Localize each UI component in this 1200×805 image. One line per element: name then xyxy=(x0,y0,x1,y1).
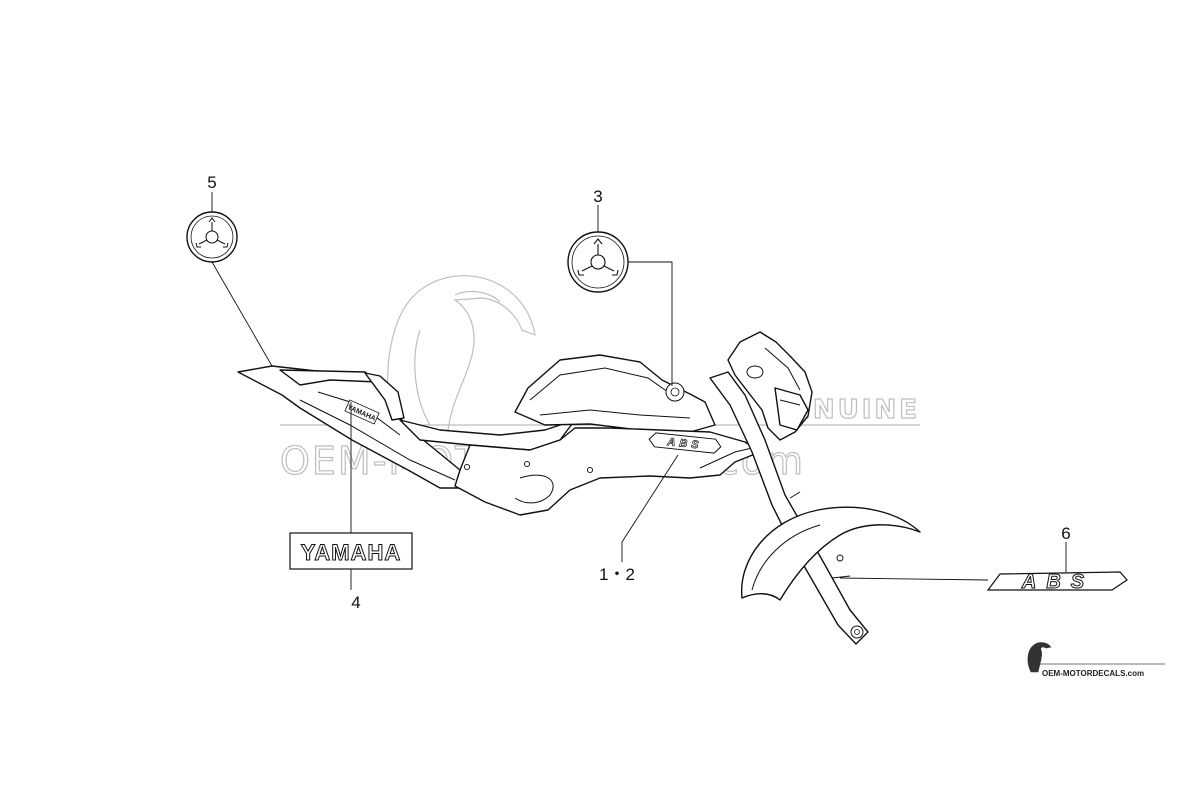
yamaha-text-decal: YAMAHA xyxy=(289,532,413,570)
seat-cowl: YAMAHA xyxy=(237,365,476,489)
side-fairing: ABS xyxy=(454,427,761,516)
motorcycle-line-art: YAMAHA ABS xyxy=(237,331,921,645)
headlight-cowl xyxy=(727,331,813,441)
abs-decal: ABS xyxy=(986,571,1128,594)
tuning-fork-icon xyxy=(195,217,229,248)
watermark-bird-neck xyxy=(414,329,431,426)
callout-3: 3 xyxy=(593,187,602,206)
watermark-bird-icon xyxy=(387,275,536,441)
yamaha-emblem-small xyxy=(186,211,238,263)
callout-5: 5 xyxy=(207,173,216,192)
fuel-tank xyxy=(514,354,716,433)
side-fairing-abs-text: ABS xyxy=(666,436,703,452)
front-fender xyxy=(741,506,921,601)
callouts: 5 3 4 1・2 6 xyxy=(207,173,1070,612)
yamaha-emblem-large xyxy=(567,231,629,293)
footer-bird-icon xyxy=(1027,642,1052,673)
seat xyxy=(399,419,576,451)
yamaha-decal-text: YAMAHA xyxy=(301,540,402,565)
leader-lines xyxy=(211,192,1067,590)
tuning-fork-icon xyxy=(577,238,619,276)
callout-6: 6 xyxy=(1061,524,1070,543)
callout-1-2: 1・2 xyxy=(599,565,635,584)
footer-logo: OEM-MOTORDECALS.com xyxy=(1027,642,1165,678)
side-fairing-abs-decal: ABS xyxy=(648,432,722,454)
abs-decal-text: ABS xyxy=(1021,571,1094,593)
footer-logo-text: OEM-MOTORDECALS.com xyxy=(1042,669,1144,678)
front-fork xyxy=(709,371,869,645)
watermark-bird-eye xyxy=(454,290,501,303)
callout-4: 4 xyxy=(351,593,360,612)
